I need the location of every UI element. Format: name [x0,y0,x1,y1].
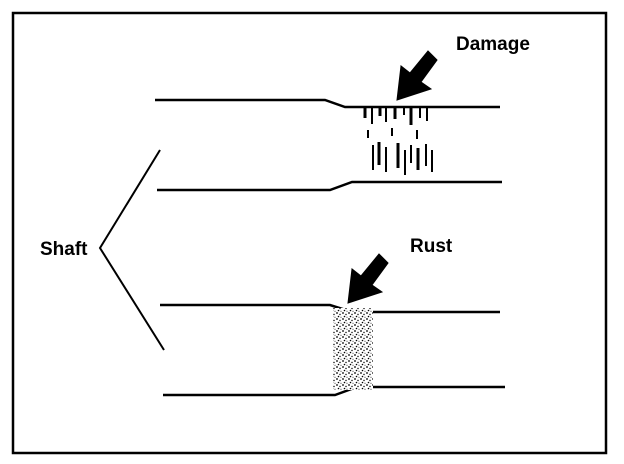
lower-shaft-top-edge [160,303,500,314]
lower-shaft-bottom-edge [163,385,505,397]
rust-label: Rust [410,236,453,257]
upper-shaft-top-edge [155,98,500,109]
shaft-bracket [98,149,165,351]
upper-shaft-bottom-edge [157,180,502,192]
shaft-label: Shaft [40,239,88,260]
frame-border [11,11,608,455]
arrow-down-left-icon [347,253,389,304]
arrow-down-left-icon [396,50,438,101]
damage-label: Damage [456,34,530,55]
damage-marks [363,108,433,175]
rust-area [333,308,373,390]
